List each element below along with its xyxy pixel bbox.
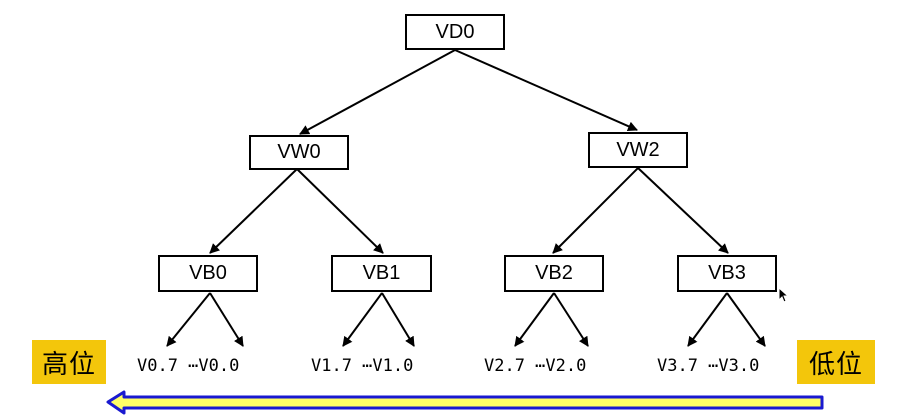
edge-vb3-bit0 — [726, 292, 766, 347]
bit-range-vb0: V0.7 ⋯V0.0 — [137, 356, 240, 376]
high-order-label: 高位 — [32, 340, 106, 384]
edge-vw2-vb3 — [637, 167, 729, 254]
bit-range-vb1: V1.7 ⋯V1.0 — [311, 356, 414, 376]
node-vb1: VB1 — [331, 255, 432, 292]
edge-vb0-bit7 — [166, 292, 211, 347]
edge-vd0-vw2 — [454, 49, 638, 131]
node-vd0: VD0 — [405, 14, 505, 50]
edge-vb1-bit7 — [342, 292, 383, 347]
low-order-label: 低位 — [797, 340, 875, 384]
node-vb2: VB2 — [504, 255, 604, 292]
bit-range-vb2: V2.7 ⋯V2.0 — [484, 356, 587, 376]
edge-vb0-bit0 — [209, 292, 244, 347]
node-vw2: VW2 — [588, 132, 688, 168]
edge-vw2-vb2 — [552, 167, 639, 254]
node-vb3: VB3 — [677, 255, 777, 292]
edge-vw0-vb0 — [209, 168, 298, 254]
edge-vb1-bit0 — [381, 292, 415, 347]
edge-vw0-vb1 — [296, 168, 384, 254]
mouse-pointer-icon — [778, 287, 790, 303]
edge-vb2-bit0 — [553, 292, 589, 347]
edge-vb3-bit7 — [687, 292, 728, 347]
bit-range-vb3: V3.7 ⋯V3.0 — [657, 356, 760, 376]
node-vb0: VB0 — [158, 255, 258, 292]
node-vw0: VW0 — [249, 135, 349, 170]
edge-vb2-bit7 — [514, 292, 555, 347]
edge-vd0-vw0 — [299, 49, 456, 135]
